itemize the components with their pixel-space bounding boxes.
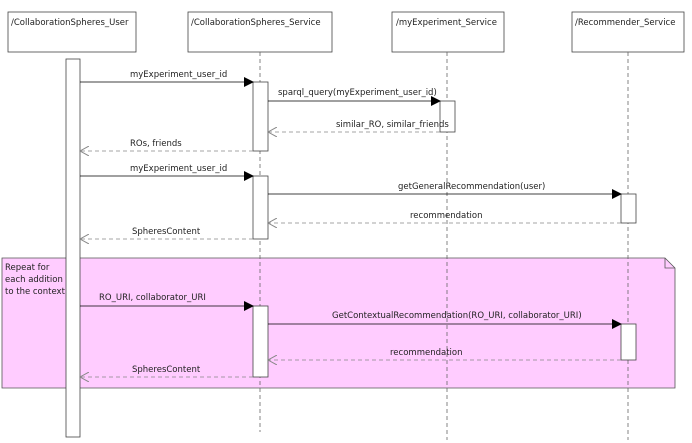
message-m1: myExperiment_user_id <box>80 70 254 87</box>
message-m8: SpheresContent <box>80 227 253 239</box>
participant-cs: /CollaborationSpheres_Service <box>187 11 333 53</box>
activation-rec-2 <box>620 323 637 361</box>
participant-mye: /myExperiment_Service <box>391 11 505 53</box>
activation-mye-1 <box>439 100 456 133</box>
message-label: myExperiment_user_id <box>130 70 227 80</box>
message-label: SpheresContent <box>132 227 201 237</box>
participant-label-cs: /CollaborationSpheres_Service <box>191 18 321 28</box>
activation-cs-2 <box>252 175 269 240</box>
message-label: RO_URI, collaborator_URI <box>99 293 206 303</box>
message-label: recommendation <box>410 211 482 221</box>
participant-label-rec: /Recommender_Service <box>575 18 675 28</box>
fragment-text-line-3: to the context <box>5 287 66 297</box>
message-m12: SpheresContent <box>80 365 253 377</box>
fragment-fold-corner <box>664 258 675 269</box>
message-m11: recommendation <box>268 348 621 360</box>
participant-label-mye: /myExperiment_Service <box>396 18 497 28</box>
message-label: recommendation <box>390 348 462 358</box>
repeat-fragment-box <box>1 257 676 389</box>
message-m2: sparql_query(myExperiment_user_id) <box>268 88 441 106</box>
message-m6: getGeneralRecommendation(user) <box>268 182 622 199</box>
participant-rec: /Recommender_Service <box>571 11 685 53</box>
message-label: ROs, friends <box>130 139 182 149</box>
message-label: SpheresContent <box>132 365 201 375</box>
activation-cs-1 <box>252 81 269 152</box>
activation-cs-3 <box>252 305 269 378</box>
fragment-text-line-1: Repeat for <box>5 263 50 273</box>
repeat-fragment: Repeat for each addition to the context <box>1 257 676 389</box>
message-m10: GetContextualRecommendation(RO_URI, coll… <box>268 311 622 329</box>
participant-box-cs <box>187 11 333 53</box>
participant-label-user: /CollaborationSpheres_User <box>11 18 129 28</box>
message-label: similar_RO, similar_friends <box>336 120 449 130</box>
message-label: sparql_query(myExperiment_user_id) <box>278 88 437 98</box>
activation-user <box>65 58 81 438</box>
message-label: GetContextualRecommendation(RO_URI, coll… <box>332 311 582 321</box>
message-m4: ROs, friends <box>80 139 253 151</box>
message-m3: similar_RO, similar_friends <box>268 120 449 132</box>
participant-box-mye <box>391 11 505 53</box>
message-m7: recommendation <box>268 211 621 223</box>
participant-user: /CollaborationSpheres_User <box>7 11 137 53</box>
activation-rec-1 <box>620 193 637 224</box>
fragment-text-line-2: each addition <box>5 275 63 285</box>
message-m5: myExperiment_user_id <box>80 164 254 181</box>
message-label: myExperiment_user_id <box>130 164 227 174</box>
message-label: getGeneralRecommendation(user) <box>398 182 545 192</box>
participant-box-rec <box>571 11 685 53</box>
message-m9: RO_URI, collaborator_URI <box>80 293 254 311</box>
participant-box-user <box>7 11 137 53</box>
